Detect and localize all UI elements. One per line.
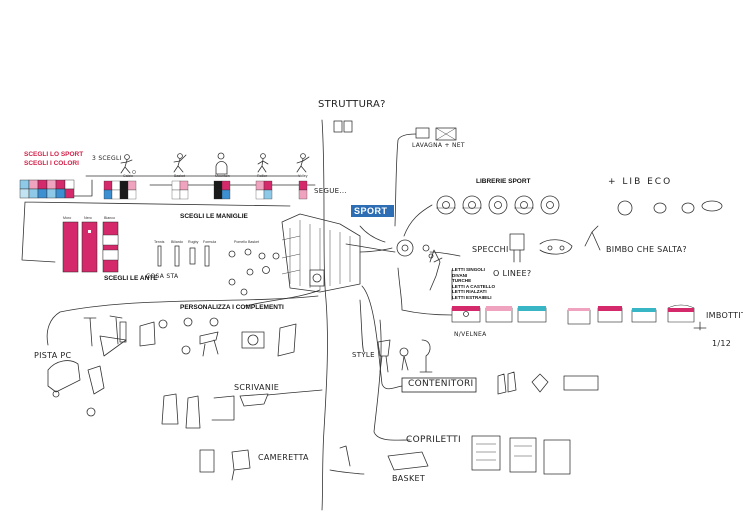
ante-label-nero: Nero (84, 216, 92, 220)
bed-red (597, 306, 623, 323)
pistapc-label: PISTA PC (34, 351, 72, 360)
cameretta-sketch (199, 449, 251, 481)
bed-magenta (667, 304, 695, 323)
contenitori-label: CONTENITORI (408, 379, 474, 389)
handle-label-formula: Formula (203, 240, 217, 244)
scegli-note: 3 SCEGLI (92, 155, 122, 162)
sport-label-roller: Rollier (257, 174, 268, 178)
specchi-sketch (396, 225, 601, 291)
cameretta-label: CAMERETTA (258, 453, 309, 462)
scegli-le-maniglie-label: SCEGLI LE MANIGLIE (180, 213, 248, 220)
handle-label-tennis: Tennis (154, 240, 165, 244)
copriletti-sketch (471, 435, 571, 475)
misc-marks (693, 321, 707, 331)
basket-label: BASKET (392, 474, 426, 483)
scrivanie-label: SCRIVANIE (234, 383, 280, 392)
letti-item: TURCHE (452, 278, 472, 284)
sport-logo-text: SPORT (354, 206, 388, 216)
handle-label-pomello: Pomello Basket (234, 240, 259, 244)
central-furniture (281, 213, 361, 293)
sport-figures (103, 152, 310, 200)
handle-label-rugby: Rugby (188, 240, 199, 244)
letti-item: LETTI A CASTELLO (452, 283, 496, 289)
librerie-sport-icons (436, 195, 560, 215)
beds-row (451, 304, 695, 325)
bed-cyan (631, 308, 657, 323)
bed-white (567, 308, 591, 325)
sport-label-basket: Basket (174, 174, 185, 178)
complementi-items (119, 317, 297, 357)
librerie-sport-label: LIBRERIE SPORT (476, 178, 531, 185)
pistapc-sketch (47, 315, 127, 417)
trunk-lines (39, 119, 461, 511)
struttura-sketch (333, 120, 353, 133)
cosa-sta-note: COSA STA (146, 273, 179, 280)
maniglie-grid (157, 245, 280, 296)
scrivanie-sketch (161, 393, 269, 429)
sport-figure-roller (257, 153, 269, 173)
sport-color-swatches (19, 179, 75, 199)
scegli-i-colori-label: SCEGLI I COLORI (24, 160, 79, 167)
segue-label: SEGUE... (314, 187, 347, 195)
scegli-le-ante-label: SCEGLI LE ANTE (104, 275, 158, 282)
style-chairs (377, 339, 433, 373)
contenitori-sketch (401, 371, 599, 395)
lib-eco-items (617, 200, 723, 216)
lavagna-label: LAVAGNA + NET (412, 142, 465, 149)
imbottiti-label: IMBOTTITI (706, 311, 743, 320)
letti-item: LETTI RIALZATI (452, 289, 487, 295)
sport-logo (351, 205, 394, 217)
sport-figure-mountain (215, 152, 228, 175)
ante-label-moro: Moro (63, 216, 72, 220)
letti-list: LETTI SINGOLI DIVANI TURCHE LETTI A CAST… (452, 267, 496, 301)
handle-label-biliardo: Biliardo (171, 240, 183, 244)
bed-pink-1 (451, 306, 481, 323)
specchi-label: SPECCHI (472, 245, 509, 254)
sport-swatches-calcio (103, 180, 137, 200)
o-linee-label: O LINEE? (493, 269, 532, 278)
lavagna-sketch (415, 127, 457, 141)
letti-item: DIVANI (452, 272, 468, 278)
bed-pink-2 (485, 306, 513, 323)
sport-swatches-roller (255, 180, 273, 200)
letti-item: LETTI ESTRAIBILI (452, 294, 492, 300)
basket-sketch (339, 445, 429, 471)
ante-label-bianco: Bianco (104, 216, 115, 220)
struttura-label: STRUTTURA? (318, 99, 386, 110)
scegli-lo-sport-label: SCEGLI LO SPORT (24, 151, 84, 158)
copriletti-label: COPRILETTI (406, 435, 461, 445)
personalizza-label: PERSONALIZZA I COMPLEMENTI (180, 304, 284, 311)
novelnea-label: N/VELNEA (454, 331, 487, 338)
lib-eco-label: + LIB ECO (608, 177, 673, 187)
ante-panel (21, 201, 291, 273)
sport-swatches-volley (298, 180, 308, 200)
sport-figure-basket (173, 153, 187, 173)
letti-item: LETTI SINGOLI (452, 267, 485, 272)
sport-label-calcio: Calcio (123, 174, 133, 178)
sport-label-mountain: Mountain (215, 174, 230, 178)
bed-blue (517, 306, 547, 323)
sport-figure-volley (296, 153, 310, 173)
bimbo-label: BIMBO CHE SALTA? (606, 245, 687, 254)
sport-swatches-basket (171, 180, 189, 200)
imbottiti-scale: 1/12 (712, 339, 732, 348)
sport-swatches-mountain (213, 180, 231, 200)
sport-label-volley: Volley (298, 174, 308, 178)
style-label: STYLE (352, 351, 375, 359)
sport-figure-calcio (120, 154, 136, 174)
